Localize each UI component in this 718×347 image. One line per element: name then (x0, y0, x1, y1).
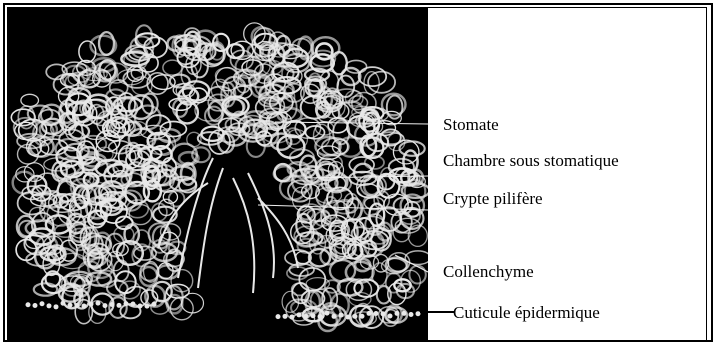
leaf-cross-section-micrograph (8, 8, 428, 340)
label-stomate: Stomate (443, 115, 499, 135)
label-collenchyme: Collenchyme (443, 262, 534, 282)
label-crypte-pilifere: Crypte pilifère (443, 189, 543, 209)
label-chambre-sous-stomatique: Chambre sous stomatique (443, 151, 619, 171)
label-cuticule-epidermique: Cuticule épidermique (453, 303, 600, 323)
micrograph-image (8, 8, 428, 340)
